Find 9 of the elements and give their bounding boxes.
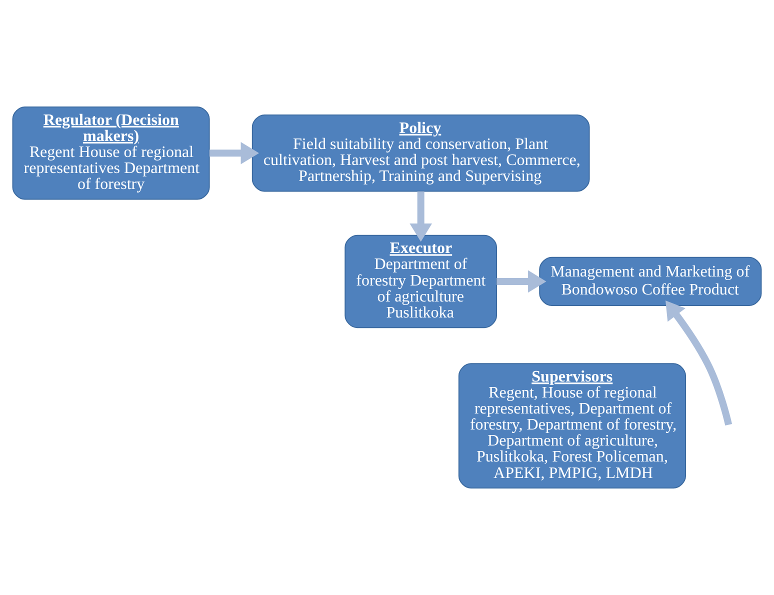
node-box: Management and Marketing of Bondowoso Coffee Product bbox=[539, 256, 762, 306]
arrow bbox=[666, 300, 732, 426]
node-box: Executor Department of forestry Department of agriculture Puslitkoka bbox=[344, 234, 498, 328]
arrow bbox=[209, 142, 260, 164]
arrow bbox=[410, 191, 432, 242]
node-box: Supervisors Regent, House of regional representatives, Department of forestry, Department of forestry, Department of agriculture, Puslitkoka, Forest Policeman, APEKI, PMPIG, LMDH bbox=[458, 363, 686, 488]
node-box: Policy Field suitability and conservation, Plant cultivation, Harvest and post harvest, Commerce, Partnership, Training and Supervising bbox=[252, 114, 590, 192]
arrow bbox=[496, 270, 546, 293]
node-box: Regulator (Decision makers) Regent House of regional representatives Department of forestry bbox=[12, 106, 210, 200]
